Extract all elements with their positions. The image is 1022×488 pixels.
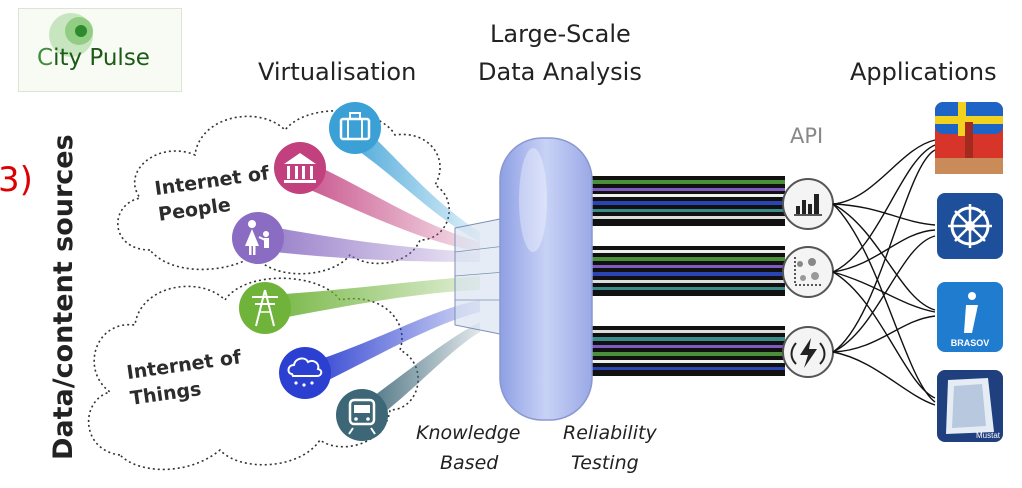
weather-cloud-icon — [279, 347, 331, 399]
info-icon — [937, 282, 1003, 352]
output-bundle-top — [590, 176, 785, 226]
bank-icon — [274, 142, 326, 194]
reliability-label-line1: Reliability — [563, 422, 657, 444]
analysis-lens-highlight — [519, 148, 547, 252]
edge-mark: 3) — [0, 160, 33, 200]
virtualisation-heading: Virtualisation — [258, 58, 417, 86]
city-pulse-logo: City Pulse — [18, 8, 182, 92]
applications-heading: Applications — [850, 58, 997, 86]
stream-bank — [298, 160, 480, 252]
data-content-sources-label: Data/content sources — [48, 134, 79, 460]
family-icon — [232, 212, 284, 264]
power-pylon-icon — [239, 282, 291, 334]
knowledge-label-line1: Knowledge — [416, 422, 521, 444]
scatter-plot-icon — [782, 246, 834, 298]
flag-landmark-icon — [935, 102, 1003, 174]
internet-of-things-cloud — [87, 277, 419, 471]
knowledge-label-line2: Based — [440, 452, 499, 474]
stream-briefcase — [350, 122, 480, 242]
reliability-label-line2: Testing — [571, 452, 639, 474]
api-connections — [832, 139, 936, 406]
stream-family — [258, 225, 480, 262]
output-bundle-middle — [590, 246, 785, 296]
api-label: API — [790, 124, 824, 148]
lightning-icon — [782, 326, 834, 378]
logo-text: City Pulse — [37, 45, 150, 71]
analysis-heading-line2: Data Analysis — [478, 58, 642, 86]
analysis-lens — [499, 137, 593, 421]
train-icon — [336, 389, 388, 441]
brasov-label: BRASOV — [951, 338, 990, 348]
logo-word: ity Pulse — [53, 45, 150, 71]
logo-mark — [49, 13, 93, 57]
logo-first-letter: C — [37, 45, 54, 71]
briefcase-icon — [329, 102, 381, 154]
stream-train — [368, 322, 480, 420]
output-bundle-bottom — [590, 326, 785, 376]
fourth-app-label: Mustat — [976, 431, 1001, 440]
document-icon — [937, 370, 1003, 442]
virtualisation-prism — [454, 217, 506, 336]
analysis-heading-line1: Large-Scale — [490, 20, 631, 48]
data-streams — [258, 122, 480, 420]
stream-pylon — [270, 276, 480, 320]
ship-wheel-icon — [937, 193, 1003, 259]
bar-chart-icon — [782, 178, 834, 230]
stream-weather — [312, 300, 480, 385]
